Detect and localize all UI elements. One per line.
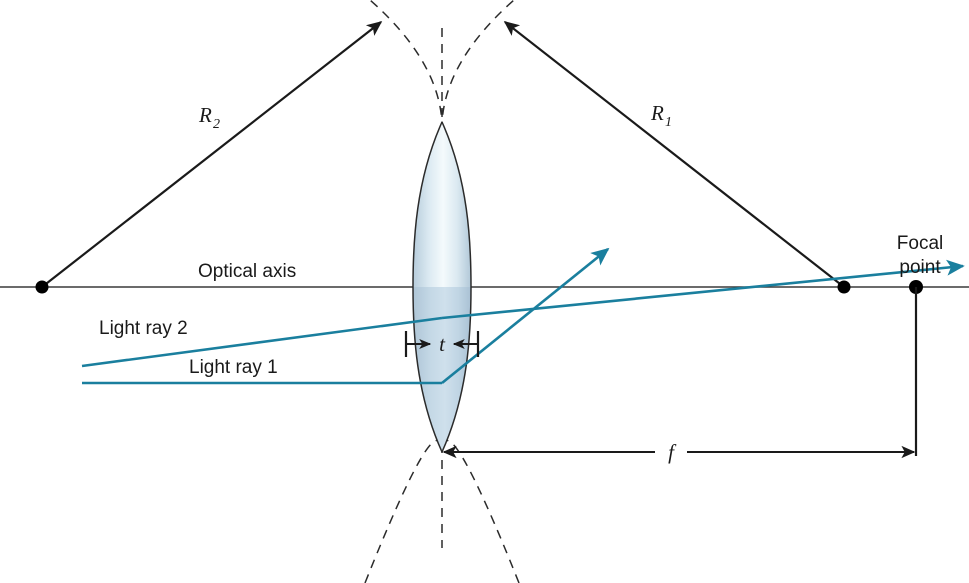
thickness-label: t <box>439 332 446 356</box>
focal-point-label-line2: point <box>899 257 941 278</box>
light-ray-1-refracted <box>441 247 610 385</box>
lens-edge-right <box>441 121 472 453</box>
radius-2-line <box>41 21 383 288</box>
lens-edge-left <box>412 121 443 453</box>
light-ray-1-label: Light ray 1 <box>189 357 278 378</box>
radius-2-label-group: R 2 <box>198 103 220 132</box>
lens-body-lower <box>413 287 471 452</box>
radius-1-subscript: 1 <box>665 115 672 130</box>
focal-length-label: f <box>668 440 677 464</box>
radius-2-subscript: 2 <box>213 117 220 132</box>
light-ray-2-incoming <box>81 316 443 368</box>
center-of-curvature-right-dot <box>837 280 851 294</box>
optical-axis-label: Optical axis <box>198 261 296 282</box>
lens-body-upper <box>413 122 471 287</box>
radius-1-label-group: R 1 <box>650 101 672 130</box>
focal-point-label-group: Focal point <box>897 233 943 278</box>
light-ray-2-refracted <box>441 259 965 320</box>
center-of-curvature-left-dot <box>35 280 49 294</box>
radius-1-label: R <box>650 101 664 125</box>
focal-point-label-line1: Focal <box>897 233 943 254</box>
light-ray-2-label: Light ray 2 <box>99 318 188 339</box>
radius-2-label: R <box>198 103 212 127</box>
radius-1-line <box>503 21 845 288</box>
